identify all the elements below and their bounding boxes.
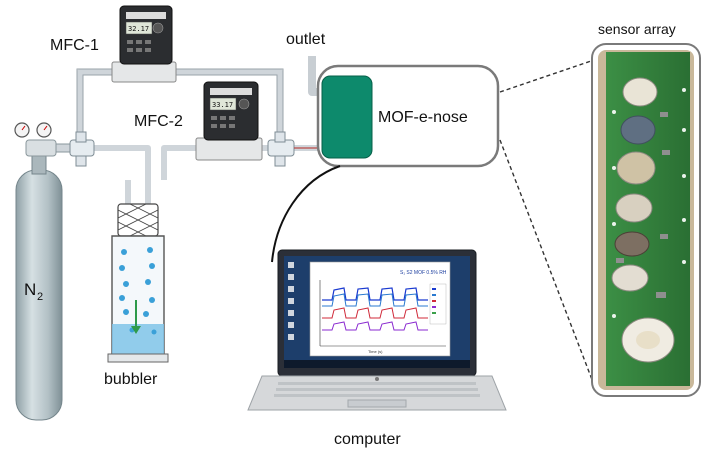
chart-window-title: S₁ S2 MOF 0.5% RH <box>400 270 447 276</box>
bubbler: bubbler <box>104 203 169 388</box>
data-cable <box>271 165 341 263</box>
mfc-1-device: 32.17 <box>111 5 177 83</box>
gas-bubbles <box>119 247 157 335</box>
mfc-1-reading: 32.17 <box>128 25 149 33</box>
sensor-wells <box>611 77 675 363</box>
bubbler-label: bubbler <box>104 371 158 388</box>
sensor-array-label: sensor array <box>598 21 676 37</box>
e-nose-label: MOF-e-nose <box>378 109 468 126</box>
chart-window <box>309 261 451 357</box>
mfc-2-label: MFC-2 <box>134 113 183 130</box>
tee-connector <box>69 131 95 167</box>
mof-e-nose-box: MOF-e-nose <box>316 64 500 168</box>
flow-arrow-icon <box>131 326 141 334</box>
n2-subscript: 2 <box>37 291 43 303</box>
n2-cylinder: N 2 <box>14 122 83 421</box>
laptop: S₁ S2 MOF 0.5% RH Time (s) <box>247 249 507 411</box>
n2-label: N <box>24 280 36 299</box>
mfc-1-label: MFC-1 <box>50 37 99 54</box>
chart-x-axis: Time (s) <box>368 349 383 354</box>
mfc-2-device: 33.17 <box>195 81 263 161</box>
zoom-lines <box>499 59 597 391</box>
mixing-tee <box>267 131 318 167</box>
outlet-label: outlet <box>286 31 326 48</box>
e-nose-chamber <box>321 75 373 159</box>
tube-outline <box>76 68 284 148</box>
mfc-2-reading: 33.17 <box>212 101 233 109</box>
computer-label: computer <box>334 431 401 448</box>
sensor-array-photo <box>591 43 701 397</box>
